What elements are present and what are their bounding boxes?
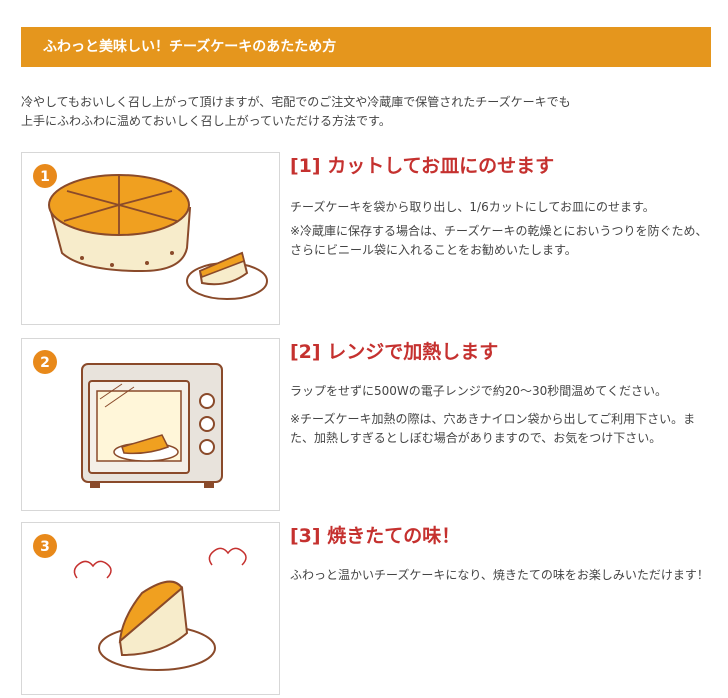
step-1-title: [1] カットしてお皿にのせます [290, 155, 555, 177]
svg-text:1: 1 [40, 169, 50, 185]
step-badge-1: 1 [33, 164, 57, 188]
step-1-text: [1] カットしてお皿にのせます チーズケーキを袋から取り出し、1/6カットにし… [290, 152, 710, 260]
step-2-description: ラップをせずに500Wの電子レンジで約20～30秒間温めてください。 [290, 384, 667, 398]
warm-cheesecake-slice-icon [98, 580, 216, 671]
steam-icon [73, 547, 247, 579]
svg-text:3: 3 [40, 539, 50, 555]
cake-slice-plate-icon [186, 251, 268, 300]
step-2-title: [2] レンジで加熱します [290, 341, 499, 363]
step-2-illustration: 2 [21, 338, 280, 511]
whole-cheesecake-icon [48, 174, 192, 273]
page-title: ふわっと美味しい！チーズケーキのあたため方 [43, 39, 337, 55]
step-1-illustration: 1 [21, 152, 280, 325]
step-1-note: ※冷蔵庫に保存する場合は、チーズケーキの乾燥とにおいうつりを防ぐため、さらにビニ… [290, 224, 708, 257]
step-3-illustration: 3 [21, 522, 280, 695]
step-2-text: [2] レンジで加熱します ラップをせずに500Wの電子レンジで約20～30秒間… [290, 338, 710, 448]
step-3-title: [3] 焼きたての味！ [290, 525, 461, 547]
intro-line-2: 上手にふわふわに温めておいしく召し上がっていただける方法です。 [21, 114, 391, 128]
step-3-description: ふわっと温かいチーズケーキになり、焼きたての味をお楽しみいただけます！ [290, 568, 709, 582]
step-3-text: [3] 焼きたての味！ ふわっと温かいチーズケーキになり、焼きたての味をお楽しみ… [290, 522, 710, 585]
page-header-bar: ふわっと美味しい！チーズケーキのあたため方 [21, 27, 711, 67]
step-2-note: ※チーズケーキ加熱の際は、穴あきナイロン袋から出してご利用下さい。また、加熱しす… [290, 412, 696, 445]
intro-line-1: 冷やしてもおいしく召し上がって頂けますが、宅配でのご注文や冷蔵庫で保管されたチー… [21, 95, 571, 109]
microwave-oven-icon [81, 363, 223, 488]
intro-text: 冷やしてもおいしく召し上がって頂けますが、宅配でのご注文や冷蔵庫で保管されたチー… [21, 93, 711, 131]
step-1-description: チーズケーキを袋から取り出し、1/6カットにしてお皿にのせます。 [290, 200, 655, 214]
step-badge-3: 3 [33, 534, 57, 558]
svg-text:2: 2 [40, 355, 50, 371]
step-badge-2: 2 [33, 350, 57, 374]
